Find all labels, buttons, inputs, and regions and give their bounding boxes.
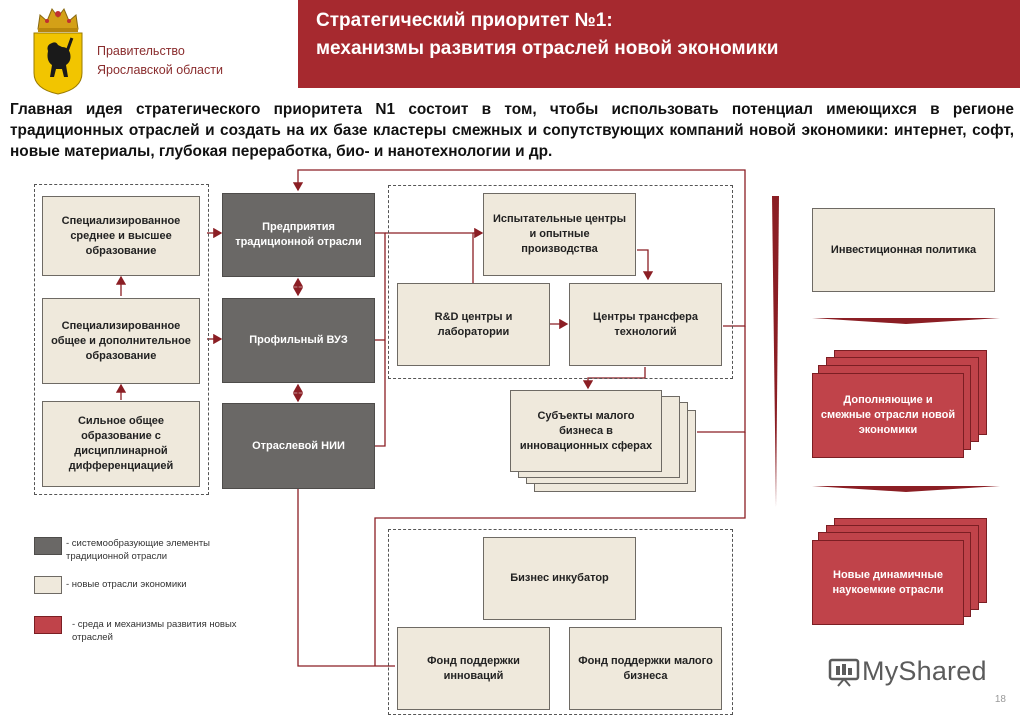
- business-incubator: Бизнес инкубатор: [483, 537, 636, 620]
- branch-research-institute: Отраслевой НИИ: [222, 403, 375, 489]
- spec-higher-education: Специализированное среднее и высшее обра…: [42, 196, 200, 276]
- innovation-network-group: [388, 185, 733, 379]
- coat-of-arms-icon: [30, 3, 86, 95]
- support-funds-group: [388, 529, 733, 715]
- page-number: 18: [994, 694, 1006, 705]
- test-centers: Испытательные центры и опытные производс…: [483, 193, 636, 276]
- small-business-entities: Субъекты малого бизнеса в инновационных …: [510, 390, 662, 472]
- small-business-support-fund: Фонд поддержки малого бизнеса: [569, 627, 722, 710]
- profile-university: Профильный ВУЗ: [222, 298, 375, 383]
- technology-transfer-centers: Центры трансфера технологий: [569, 283, 722, 366]
- myshared-logo-icon: [828, 655, 860, 687]
- government-line-1: Правительство: [97, 44, 185, 58]
- education-group: [34, 184, 209, 495]
- watermark-text: MyShared: [862, 656, 987, 686]
- traditional-enterprises: Предприятия традиционной отрасли: [222, 193, 375, 277]
- strong-general-education: Сильное общее образование с дисциплинарн…: [42, 401, 200, 487]
- adjacent-sectors: Дополняющие и смежные отрасли новой экон…: [812, 373, 964, 458]
- legend-swatch-new: [34, 576, 62, 594]
- government-line-2: Ярославской области: [97, 63, 223, 77]
- government-name: Правительство Ярославской области: [97, 42, 277, 80]
- legend-label-environment: - среда и механизмы развития новых отрас…: [72, 619, 237, 643]
- intro-text: Главная идея стратегического приоритета …: [10, 101, 1014, 160]
- legend-label-new: - новые отрасли экономики: [66, 579, 187, 590]
- title-banner: Стратегический приоритет №1: механизмы р…: [298, 0, 1020, 88]
- investment-policy: Инвестиционная политика: [812, 208, 995, 292]
- legend-label-traditional: - системообразующие элементы традиционно…: [66, 538, 211, 562]
- title-line-2: механизмы развития отраслей новой эконом…: [316, 38, 779, 59]
- legend-swatch-traditional: [34, 537, 62, 555]
- new-science-sectors: Новые динамичные наукоемкие отрасли: [812, 540, 964, 625]
- rnd-centers: R&D центры и лаборатории: [397, 283, 550, 366]
- innovation-support-fund: Фонд поддержки инноваций: [397, 627, 550, 710]
- legend-swatch-environment: [34, 616, 62, 634]
- title-line-1: Стратегический приоритет №1:: [316, 10, 613, 31]
- spec-general-education: Специализированное общее и дополнительно…: [42, 298, 200, 384]
